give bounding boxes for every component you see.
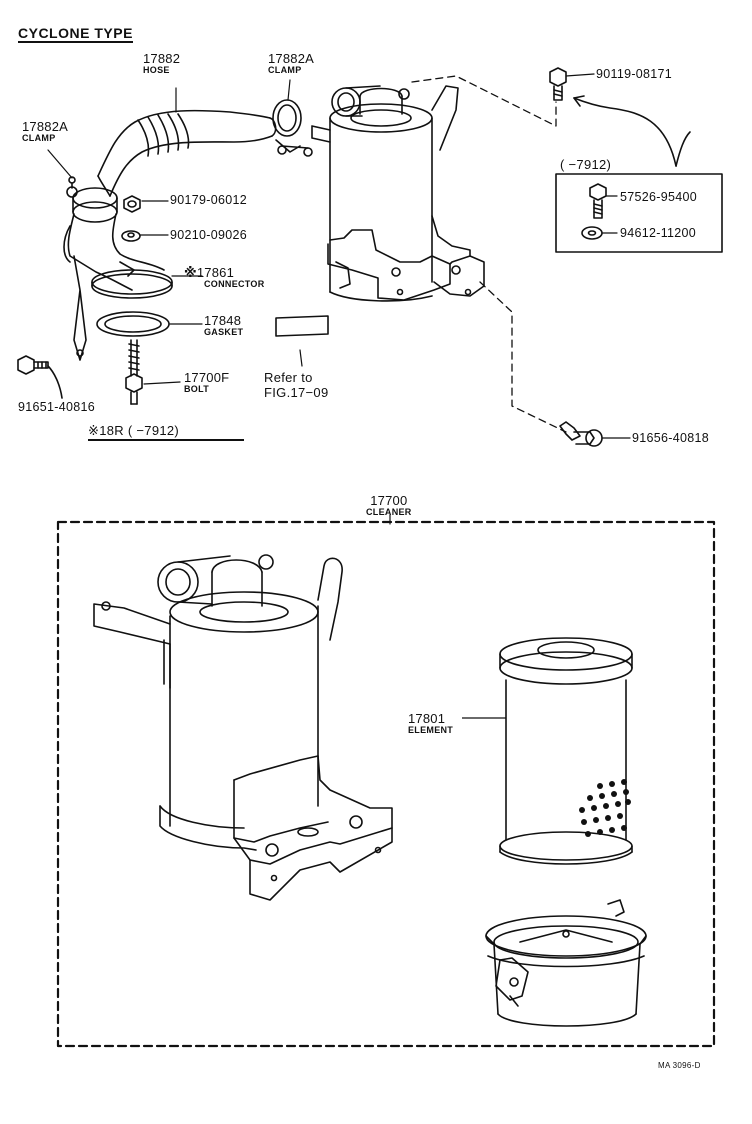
- clamp-left-number: 17882A: [22, 119, 69, 134]
- bolt-callout: 17700F BOLT: [184, 371, 229, 394]
- drawing-code: MA 3096-D: [658, 1061, 701, 1070]
- connector-mark: ※: [184, 265, 197, 280]
- nut-shape: [123, 195, 141, 213]
- part-number-washer-box: 94612-11200: [620, 226, 697, 240]
- element-number: 17801: [408, 711, 446, 726]
- part-number-bolt-left: 91651-40816: [18, 400, 95, 414]
- inset-box-shape: [555, 173, 723, 253]
- cleaner-number: 17700: [370, 493, 408, 508]
- gasket-callout: 17848 GASKET: [204, 314, 243, 337]
- hose-callout: 17882 HOSE: [143, 52, 180, 75]
- hose-number: 17882: [143, 51, 181, 66]
- part-number-nut: 90179-06012: [170, 193, 247, 207]
- connector-number: 17861: [196, 265, 234, 280]
- dust-cup-shape: [485, 899, 647, 1027]
- clamp-top-name: CLAMP: [268, 65, 302, 75]
- bolt-number: 17700F: [184, 370, 230, 385]
- washer-shape: [121, 230, 141, 242]
- part-number-bolt-right: 91656-40818: [632, 431, 709, 445]
- refer-tab-shape: [275, 315, 329, 337]
- footnote-18r: ※18R ( −7912): [88, 424, 244, 441]
- cleaner-callout: 17700 CLEANER: [366, 494, 412, 517]
- cleaner-body-shape: [93, 554, 393, 901]
- clamp-left-name: CLAMP: [22, 133, 56, 143]
- dashed-guides: [411, 75, 567, 433]
- bolt-name: BOLT: [184, 384, 210, 394]
- clamp-top-callout: 17882A CLAMP: [268, 52, 314, 75]
- element-leader: [462, 717, 506, 719]
- gasket-name: GASKET: [204, 327, 244, 337]
- refer-line2: FIG.17−09: [264, 385, 329, 400]
- element-name: ELEMENT: [408, 725, 454, 735]
- cleaner-top-shape: [311, 85, 485, 302]
- hose-name: HOSE: [143, 65, 170, 75]
- clamp-left-callout: 17882A CLAMP: [22, 120, 68, 143]
- clamp-left-shape: [66, 176, 118, 223]
- cleaner-box-outline: [56, 520, 716, 1048]
- refer-line1: Refer to: [264, 370, 313, 385]
- part-number-washer: 90210-09026: [170, 228, 247, 242]
- bolt-left-shape: [17, 355, 63, 399]
- connector-shape: [63, 213, 173, 361]
- gasket-number: 17848: [204, 313, 242, 328]
- bolt-right-shape: [559, 421, 603, 447]
- part-number-bolt-box: 57526-95400: [620, 190, 697, 204]
- element-callout: 17801 ELEMENT: [408, 712, 453, 735]
- leader-lines: [47, 73, 631, 439]
- gasket-shape: [96, 311, 170, 337]
- cleaner-name: CLEANER: [366, 507, 412, 517]
- bolt-top-shape: [549, 67, 567, 101]
- diagram-title: CYCLONE TYPE: [18, 25, 133, 43]
- connector-callout: ※17861 CONNECTOR: [184, 266, 265, 289]
- clamp-top-shape: [272, 99, 313, 157]
- hose-shape: [97, 109, 277, 197]
- element-shape: [499, 637, 633, 865]
- inset-arrow-shape: [573, 95, 691, 167]
- part-number-bolt-top: 90119-08171: [596, 67, 673, 81]
- connector-name: CONNECTOR: [204, 279, 265, 289]
- element-holes: [579, 779, 631, 837]
- stud-bolt-shape: [125, 339, 143, 405]
- clamp-top-number: 17882A: [268, 51, 315, 66]
- inset-box-label: ( −7912): [560, 157, 612, 172]
